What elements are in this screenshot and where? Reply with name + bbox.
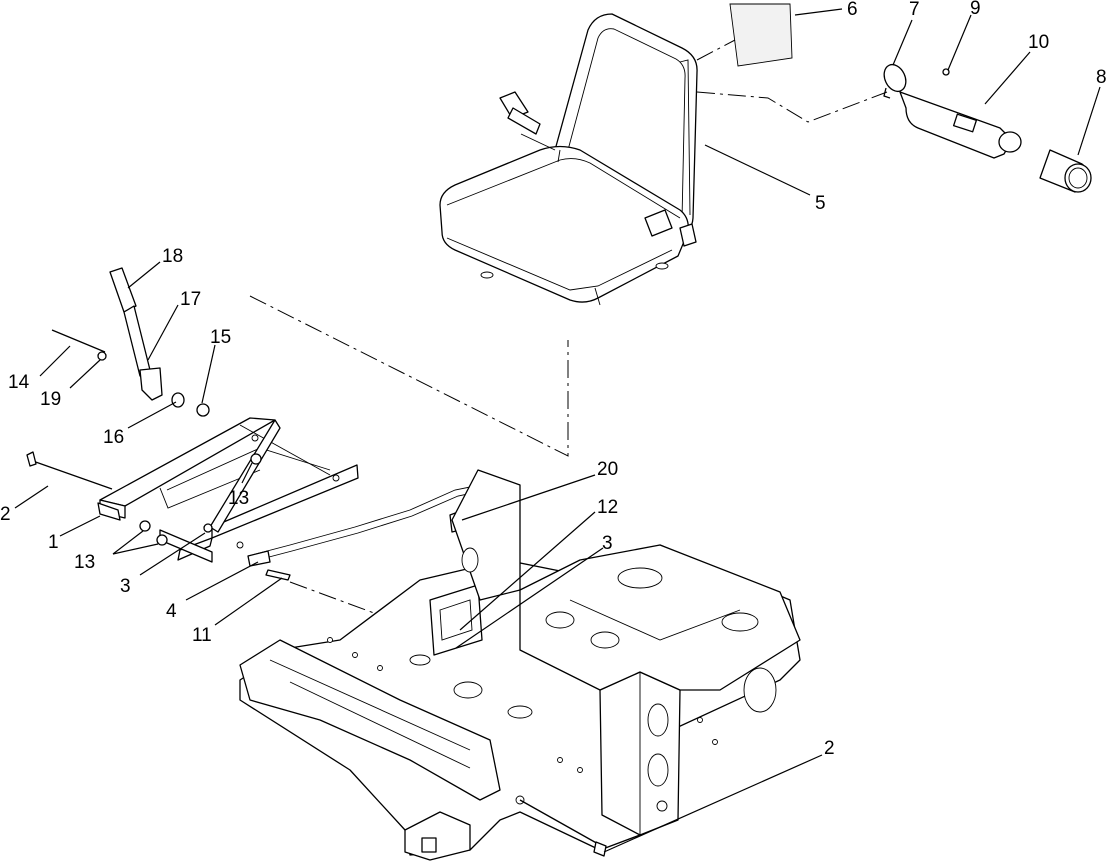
lever-assembly bbox=[51, 267, 210, 417]
nut-part-13 bbox=[139, 520, 151, 532]
callout-20: 20 bbox=[597, 459, 618, 480]
decal-part-6 bbox=[729, 3, 793, 67]
bushing-part-3 bbox=[203, 523, 213, 533]
callout-10: 10 bbox=[1028, 32, 1049, 53]
callout-labels: 6 7 9 10 8 5 18 17 15 14 19 16 13 2 1 13… bbox=[0, 0, 1107, 759]
callout-13-upper: 13 bbox=[228, 488, 249, 509]
callout-11: 11 bbox=[192, 625, 212, 646]
callout-15: 15 bbox=[210, 327, 231, 348]
rod-part-2-upper bbox=[26, 451, 121, 521]
callout-8: 8 bbox=[1096, 67, 1107, 88]
callout-7: 7 bbox=[909, 0, 920, 20]
callout-1: 1 bbox=[48, 532, 59, 553]
leader-lines bbox=[14, 8, 1101, 853]
callout-19: 19 bbox=[40, 389, 61, 410]
nut-part-13 bbox=[156, 534, 168, 546]
rod-part-2-lower bbox=[519, 799, 607, 857]
callout-9: 9 bbox=[970, 0, 981, 19]
callout-5: 5 bbox=[815, 193, 826, 214]
callout-2-lower: 2 bbox=[824, 738, 835, 759]
callout-2-upper: 2 bbox=[0, 504, 11, 525]
callout-17: 17 bbox=[180, 289, 201, 310]
manual-tube-assembly bbox=[883, 63, 1092, 193]
main-frame bbox=[239, 469, 801, 861]
callout-16: 16 bbox=[103, 427, 124, 448]
callout-3-right: 3 bbox=[602, 533, 613, 554]
callout-6: 6 bbox=[847, 0, 858, 20]
nut-part-13 bbox=[250, 453, 262, 465]
callout-13-lower: 13 bbox=[74, 552, 95, 573]
callout-12: 12 bbox=[597, 497, 618, 518]
seat-assembly bbox=[439, 13, 698, 306]
callout-18: 18 bbox=[162, 246, 183, 267]
callout-4: 4 bbox=[166, 601, 177, 622]
callout-14: 14 bbox=[8, 372, 30, 393]
callout-3-left: 3 bbox=[120, 576, 131, 597]
